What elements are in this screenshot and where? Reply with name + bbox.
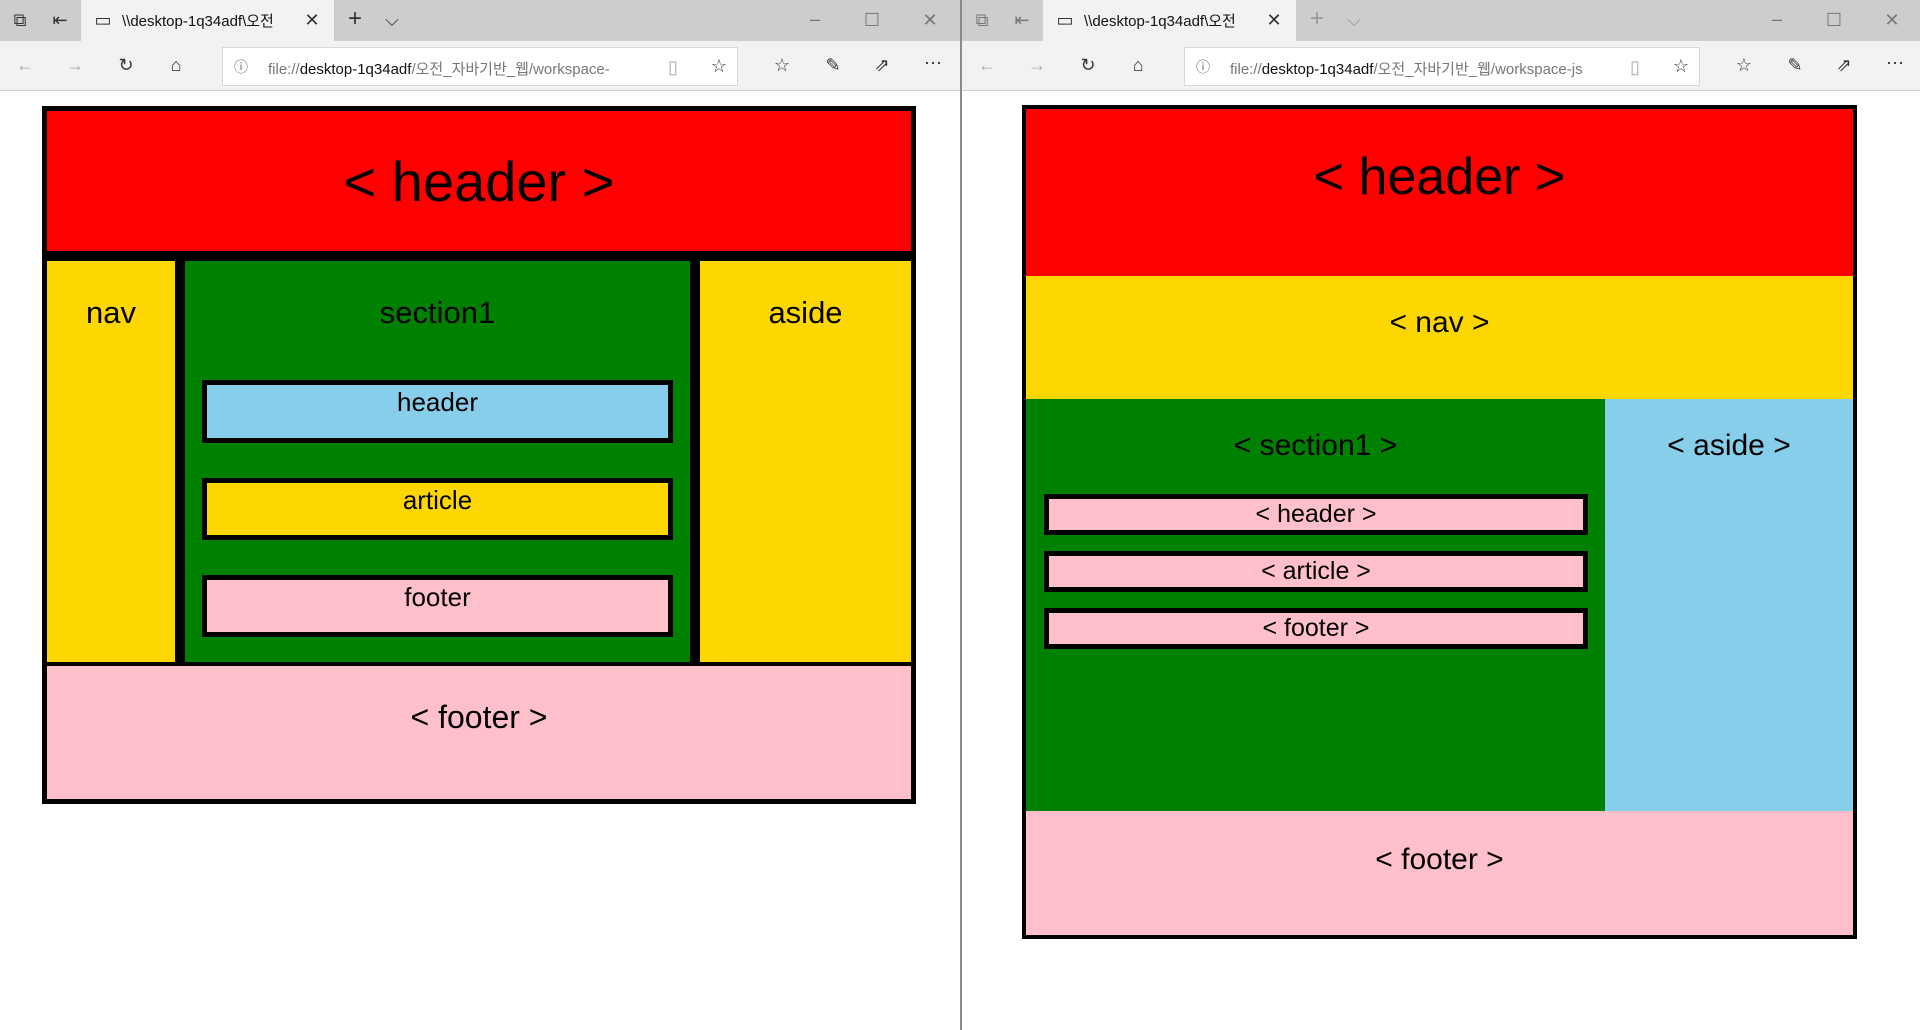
back-icon[interactable]: ← bbox=[16, 55, 34, 75]
tab-active[interactable]: ▭ \\desktop-1q34adf\오전 ✕ bbox=[81, 0, 334, 41]
tab-active[interactable]: ▭ \\desktop-1q34adf\오전 ✕ bbox=[1043, 0, 1296, 41]
aside-label: aside bbox=[768, 295, 843, 330]
address-bar[interactable]: ⓘ file://desktop-1q34adf/오전_자바기반_웹/works… bbox=[1184, 47, 1700, 86]
section-block: section1 header article footer bbox=[185, 261, 690, 662]
footer-block: < footer > bbox=[47, 666, 911, 799]
url-text[interactable]: file://desktop-1q34adf/오전_자바기반_웹/workspa… bbox=[1230, 61, 1583, 78]
new-tab-icon[interactable]: + bbox=[1309, 5, 1324, 32]
set-aside-tabs-icon[interactable]: ⇤ bbox=[52, 10, 68, 30]
nav-block: nav bbox=[47, 261, 175, 662]
new-tab-icon[interactable]: + bbox=[347, 5, 362, 32]
tab-bar: ⧉ ⇤ ▭ \\desktop-1q34adf\오전 ✕ + ⌵ – ☐ ✕ bbox=[0, 0, 960, 41]
header-block: < header > bbox=[1026, 109, 1853, 276]
footer-label: < footer > bbox=[410, 699, 548, 735]
inner-footer-label: < footer > bbox=[1262, 614, 1370, 642]
aside-block: < aside > bbox=[1605, 399, 1853, 811]
close-icon[interactable]: ✕ bbox=[1884, 10, 1900, 30]
minimize-icon[interactable]: – bbox=[809, 9, 820, 29]
footer-label: < footer > bbox=[1375, 843, 1504, 876]
tab-title: \\desktop-1q34adf\오전 bbox=[1084, 13, 1236, 30]
chevron-down-icon[interactable]: ⌵ bbox=[1347, 10, 1361, 30]
close-tab-icon[interactable]: ✕ bbox=[304, 10, 320, 30]
share-icon[interactable]: ⇗ bbox=[874, 55, 890, 75]
forward-icon[interactable]: → bbox=[1028, 55, 1046, 75]
inner-article-box: article bbox=[202, 478, 673, 540]
nav-block: < nav > bbox=[1026, 276, 1853, 399]
inner-article-box: < article > bbox=[1044, 551, 1588, 592]
pen-icon[interactable]: ✎ bbox=[1787, 55, 1803, 75]
section-label: section1 bbox=[379, 295, 496, 330]
back-icon[interactable]: ← bbox=[978, 55, 996, 75]
favorites-icon[interactable]: ☆ bbox=[773, 55, 791, 75]
aside-label: < aside > bbox=[1667, 429, 1791, 462]
address-toolbar: ← → ↻ ⌂ ⓘ file://desktop-1q34adf/오전_자바기반… bbox=[0, 41, 960, 91]
inner-footer-box: < footer > bbox=[1044, 608, 1588, 649]
url-text[interactable]: file://desktop-1q34adf/오전_자바기반_웹/workspa… bbox=[268, 61, 610, 78]
star-icon[interactable]: ☆ bbox=[710, 56, 728, 76]
header-label: < header > bbox=[1313, 148, 1566, 206]
home-icon[interactable]: ⌂ bbox=[170, 55, 182, 75]
close-icon[interactable]: ✕ bbox=[922, 10, 938, 30]
address-toolbar: ← → ↻ ⌂ ⓘ file://desktop-1q34adf/오전_자바기반… bbox=[962, 41, 1920, 91]
reading-view-icon[interactable]: ▯ bbox=[668, 57, 678, 77]
aside-block: aside bbox=[700, 261, 911, 662]
tab-bar: ⧉ ⇤ ▭ \\desktop-1q34adf\오전 ✕ + ⌵ – ☐ ✕ bbox=[962, 0, 1920, 41]
tab-manager-icon[interactable]: ⧉ bbox=[13, 10, 27, 30]
tab-manager-icon[interactable]: ⧉ bbox=[975, 10, 989, 30]
more-icon[interactable]: ⋯ bbox=[1886, 53, 1904, 73]
info-icon[interactable]: ⓘ bbox=[234, 59, 248, 75]
tab-title: \\desktop-1q34adf\오전 bbox=[122, 13, 274, 30]
refresh-icon[interactable]: ↻ bbox=[118, 55, 134, 75]
nav-label: < nav > bbox=[1389, 306, 1490, 339]
close-tab-icon[interactable]: ✕ bbox=[1266, 10, 1282, 30]
inner-footer-label: footer bbox=[404, 582, 471, 612]
page-icon: ▭ bbox=[94, 10, 112, 30]
section-block: < section1 > < header > < article > < fo… bbox=[1026, 399, 1605, 811]
page-icon: ▭ bbox=[1056, 10, 1074, 30]
refresh-icon[interactable]: ↻ bbox=[1080, 55, 1096, 75]
header-block: < header > bbox=[47, 111, 911, 251]
inner-article-label: < article > bbox=[1261, 557, 1371, 585]
browser-window-left: ⧉ ⇤ ▭ \\desktop-1q34adf\오전 ✕ + ⌵ – ☐ ✕ ←… bbox=[0, 0, 960, 804]
footer-block: < footer > bbox=[1026, 811, 1853, 935]
window-divider bbox=[960, 0, 962, 1030]
header-label: < header > bbox=[343, 150, 615, 213]
info-icon[interactable]: ⓘ bbox=[1196, 59, 1210, 75]
chevron-down-icon[interactable]: ⌵ bbox=[385, 10, 399, 30]
nav-label: nav bbox=[86, 295, 136, 330]
set-aside-tabs-icon[interactable]: ⇤ bbox=[1014, 10, 1030, 30]
inner-header-box: < header > bbox=[1044, 494, 1588, 535]
maximize-icon[interactable]: ☐ bbox=[1825, 10, 1843, 30]
browser-window-right: ⧉ ⇤ ▭ \\desktop-1q34adf\오전 ✕ + ⌵ – ☐ ✕ ←… bbox=[962, 0, 1920, 1030]
section-label: < section1 > bbox=[1233, 429, 1398, 462]
inner-header-box: header bbox=[202, 380, 673, 443]
reading-view-icon[interactable]: ▯ bbox=[1630, 57, 1640, 77]
pen-icon[interactable]: ✎ bbox=[825, 55, 841, 75]
maximize-icon[interactable]: ☐ bbox=[863, 10, 881, 30]
address-bar[interactable]: ⓘ file://desktop-1q34adf/오전_자바기반_웹/works… bbox=[222, 47, 738, 86]
inner-article-label: article bbox=[402, 485, 473, 515]
inner-footer-box: footer bbox=[202, 575, 673, 637]
star-icon[interactable]: ☆ bbox=[1672, 56, 1690, 76]
favorites-icon[interactable]: ☆ bbox=[1735, 55, 1753, 75]
inner-header-label: < header > bbox=[1255, 500, 1377, 528]
forward-icon[interactable]: → bbox=[66, 55, 84, 75]
minimize-icon[interactable]: – bbox=[1771, 9, 1782, 29]
more-icon[interactable]: ⋯ bbox=[924, 53, 942, 73]
inner-header-label: header bbox=[397, 387, 478, 417]
home-icon[interactable]: ⌂ bbox=[1132, 55, 1144, 75]
share-icon[interactable]: ⇗ bbox=[1836, 55, 1852, 75]
